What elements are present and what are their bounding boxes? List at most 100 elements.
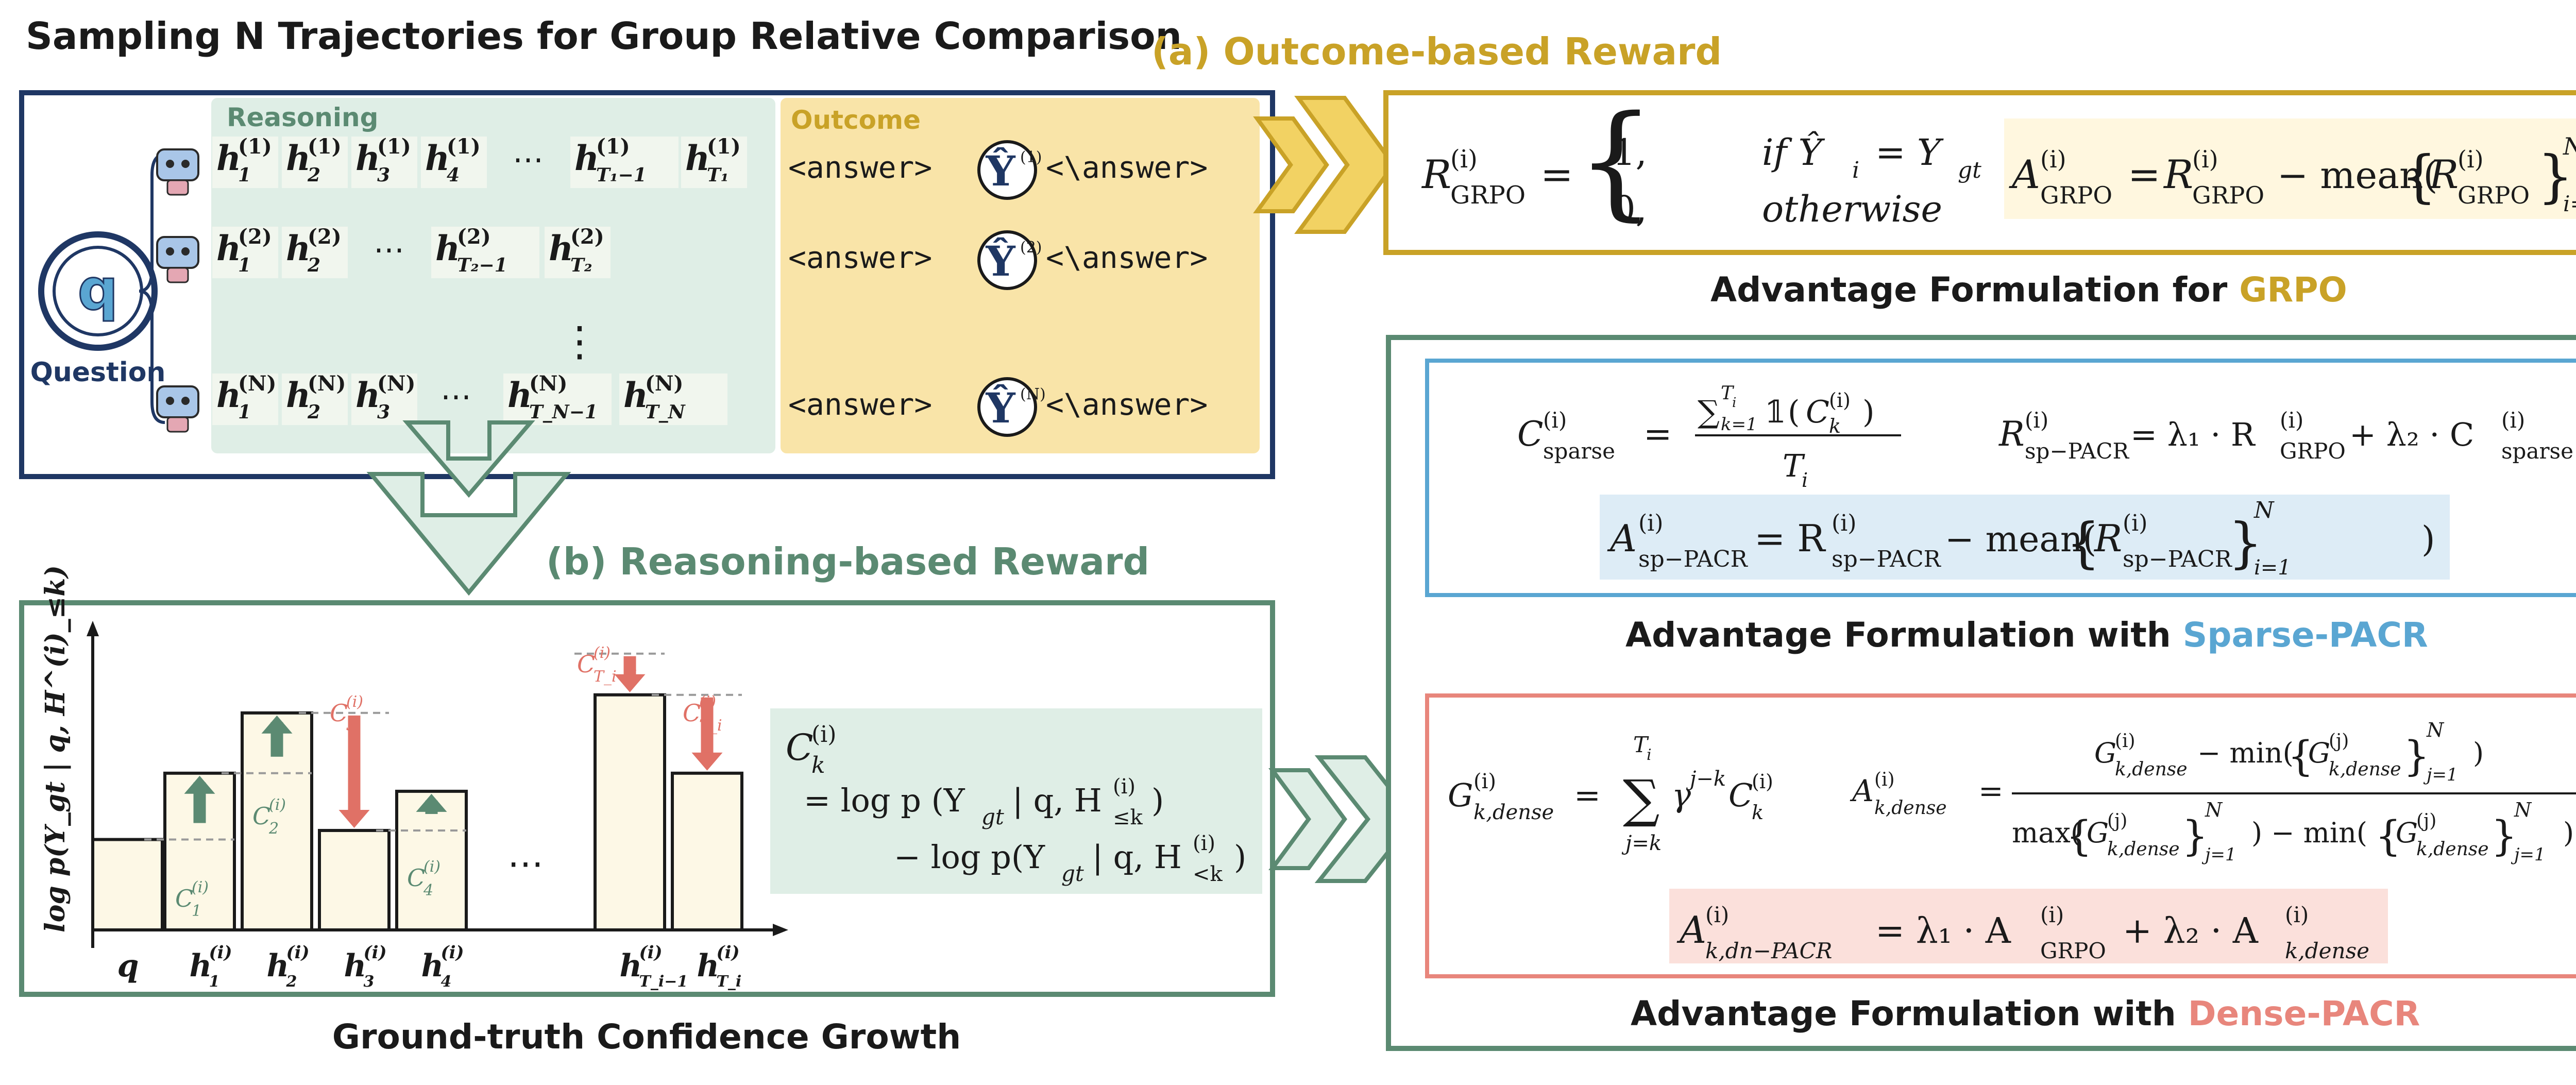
token-chip xyxy=(570,137,679,188)
svg-text:{: { xyxy=(2066,512,2100,574)
token-sub: 2 xyxy=(307,401,320,423)
svg-text:G: G xyxy=(2087,817,2109,849)
reasoning-token: h xyxy=(425,138,450,178)
token-sup: (1) xyxy=(377,134,411,159)
svg-text:j=k: j=k xyxy=(1621,832,1662,855)
svg-text:− min(: − min( xyxy=(2197,737,2294,769)
svg-text:(i): (i) xyxy=(1832,510,1856,536)
svg-text:}: } xyxy=(2491,812,2517,860)
svg-text:): ) xyxy=(1234,838,1246,876)
svg-text:{: { xyxy=(2066,812,2092,860)
svg-text:}: } xyxy=(2403,732,2430,780)
delta-sub: T_i−1 xyxy=(594,668,639,686)
delta-sup: (i) xyxy=(192,878,209,896)
delta-sup: (i) xyxy=(423,858,440,876)
svg-text:N: N xyxy=(2253,497,2275,523)
svg-text:− mean(: − mean( xyxy=(2277,154,2437,197)
svg-text:sp−PACR: sp−PACR xyxy=(2123,546,2233,572)
delta-sup: (i) xyxy=(346,693,363,711)
svg-text:sparse: sparse xyxy=(1543,438,1615,464)
dense-final-highlight xyxy=(1669,889,2388,963)
svg-text:k,dense: k,dense xyxy=(2285,938,2369,963)
svg-text:k,dense: k,dense xyxy=(2329,759,2401,780)
reasoning-token: h xyxy=(286,138,311,178)
token-sub: T_N xyxy=(645,401,686,423)
answer-open-tag: <answer> xyxy=(788,387,932,422)
svg-text:): ) xyxy=(1151,782,1164,819)
reasoning-token: h xyxy=(507,375,532,415)
answer-rows: <answer>Ŷ(1)<\answer><answer>Ŷ(2)<\answe… xyxy=(788,140,1208,437)
svg-text:| q, H: | q, H xyxy=(1092,838,1182,876)
token-sub: 1 xyxy=(238,401,251,423)
svg-text:i: i xyxy=(1732,395,1736,411)
svg-text:(i): (i) xyxy=(2192,145,2218,173)
token-chip xyxy=(619,374,727,425)
svg-text:R: R xyxy=(1421,151,1451,197)
token-chip xyxy=(545,227,611,278)
token-sup: (2) xyxy=(238,225,272,249)
svg-text:T: T xyxy=(1721,383,1735,404)
sparse-advantage-formula: A sp−PACR (i) = R sp−PACR (i) − mean( { … xyxy=(1607,497,2435,580)
token-sub: T₁ xyxy=(707,164,729,186)
svg-text:): ) xyxy=(2421,519,2435,560)
svg-text:j=1: j=1 xyxy=(2423,765,2458,785)
svg-text:otherwise: otherwise xyxy=(1762,188,1942,230)
svg-text:= log p (Y: = log p (Y xyxy=(804,782,965,819)
svg-text:(j): (j) xyxy=(2107,810,2127,832)
svg-text:C: C xyxy=(1728,776,1753,814)
svg-text:k,dense: k,dense xyxy=(2115,759,2188,780)
svg-text:sp−PACR: sp−PACR xyxy=(2025,438,2130,464)
sparse-caption: Advantage Formulation with Sparse-PACR xyxy=(1625,615,2428,655)
svg-text:∑: ∑ xyxy=(1698,394,1720,430)
chart-bar xyxy=(318,828,391,931)
svg-text:(i): (i) xyxy=(1874,769,1895,790)
svg-text:N: N xyxy=(2205,799,2223,821)
x-tick-sup: (i) xyxy=(717,942,740,963)
token-sub: 3 xyxy=(377,164,390,186)
outcome-arrows xyxy=(1253,96,1396,234)
svg-text:R: R xyxy=(2428,151,2459,197)
svg-text:=: = xyxy=(1574,776,1601,814)
svg-text:): ) xyxy=(2563,817,2574,849)
delta-sub: 4 xyxy=(423,881,433,900)
svg-text:C: C xyxy=(1517,414,1544,454)
delta-sub: 3 xyxy=(346,717,356,735)
svg-text:i: i xyxy=(1852,157,1859,183)
svg-text:j−k: j−k xyxy=(1686,767,1726,791)
svg-text:GRPO: GRPO xyxy=(2458,181,2530,209)
answer-close-tag: <\answer> xyxy=(1046,387,1208,422)
answer-glyph: Ŷ xyxy=(985,384,1015,432)
question-label: Question xyxy=(30,357,166,388)
token-sub: 1 xyxy=(238,164,251,186)
token-sup: (1) xyxy=(308,134,342,159)
token-chip xyxy=(421,137,487,188)
growth-arrow-down xyxy=(701,697,714,755)
grpo-reward-formula: R GRPO (i) = { 1, 0, if Ŷ i = Y gt other… xyxy=(1421,89,1981,233)
token-sup: (2) xyxy=(308,225,342,249)
answer-close-tag: <\answer> xyxy=(1046,240,1208,275)
reasoning-token: h xyxy=(549,228,573,268)
answer-icon xyxy=(977,377,1037,437)
answer-open-tag: <answer> xyxy=(788,240,932,275)
x-tick-sub: 3 xyxy=(364,973,375,991)
reasoning-token: h xyxy=(685,138,710,178)
x-tick-sub: T_i−1 xyxy=(639,973,688,991)
svg-text:}: } xyxy=(2182,812,2208,860)
x-tick-label: h xyxy=(267,948,290,984)
panel-a-caption: Advantage Formulation for GRPO xyxy=(1710,270,2347,310)
panel-a-title: (a) Outcome-based Reward xyxy=(1151,30,1722,73)
svg-text:{: { xyxy=(2287,732,2314,780)
svg-text:C: C xyxy=(786,726,814,769)
svg-text:(i): (i) xyxy=(2280,408,2303,433)
token-sup: (N) xyxy=(238,371,276,396)
svg-text:(i): (i) xyxy=(2040,145,2066,173)
arrow-head xyxy=(416,793,447,812)
reasoning-label: Reasoning xyxy=(227,103,378,132)
svg-text:N: N xyxy=(2563,132,2576,160)
svg-text:gt: gt xyxy=(1061,861,1084,886)
svg-text:<k: <k xyxy=(1193,862,1223,886)
chart-bar xyxy=(671,771,743,932)
sparse-formula: C sparse (i) = ∑ T i k=1 𝟙 ( C (i) k ) T… xyxy=(1517,383,2573,491)
x-tick-label: h xyxy=(697,948,720,984)
svg-text:i: i xyxy=(1802,469,1808,491)
